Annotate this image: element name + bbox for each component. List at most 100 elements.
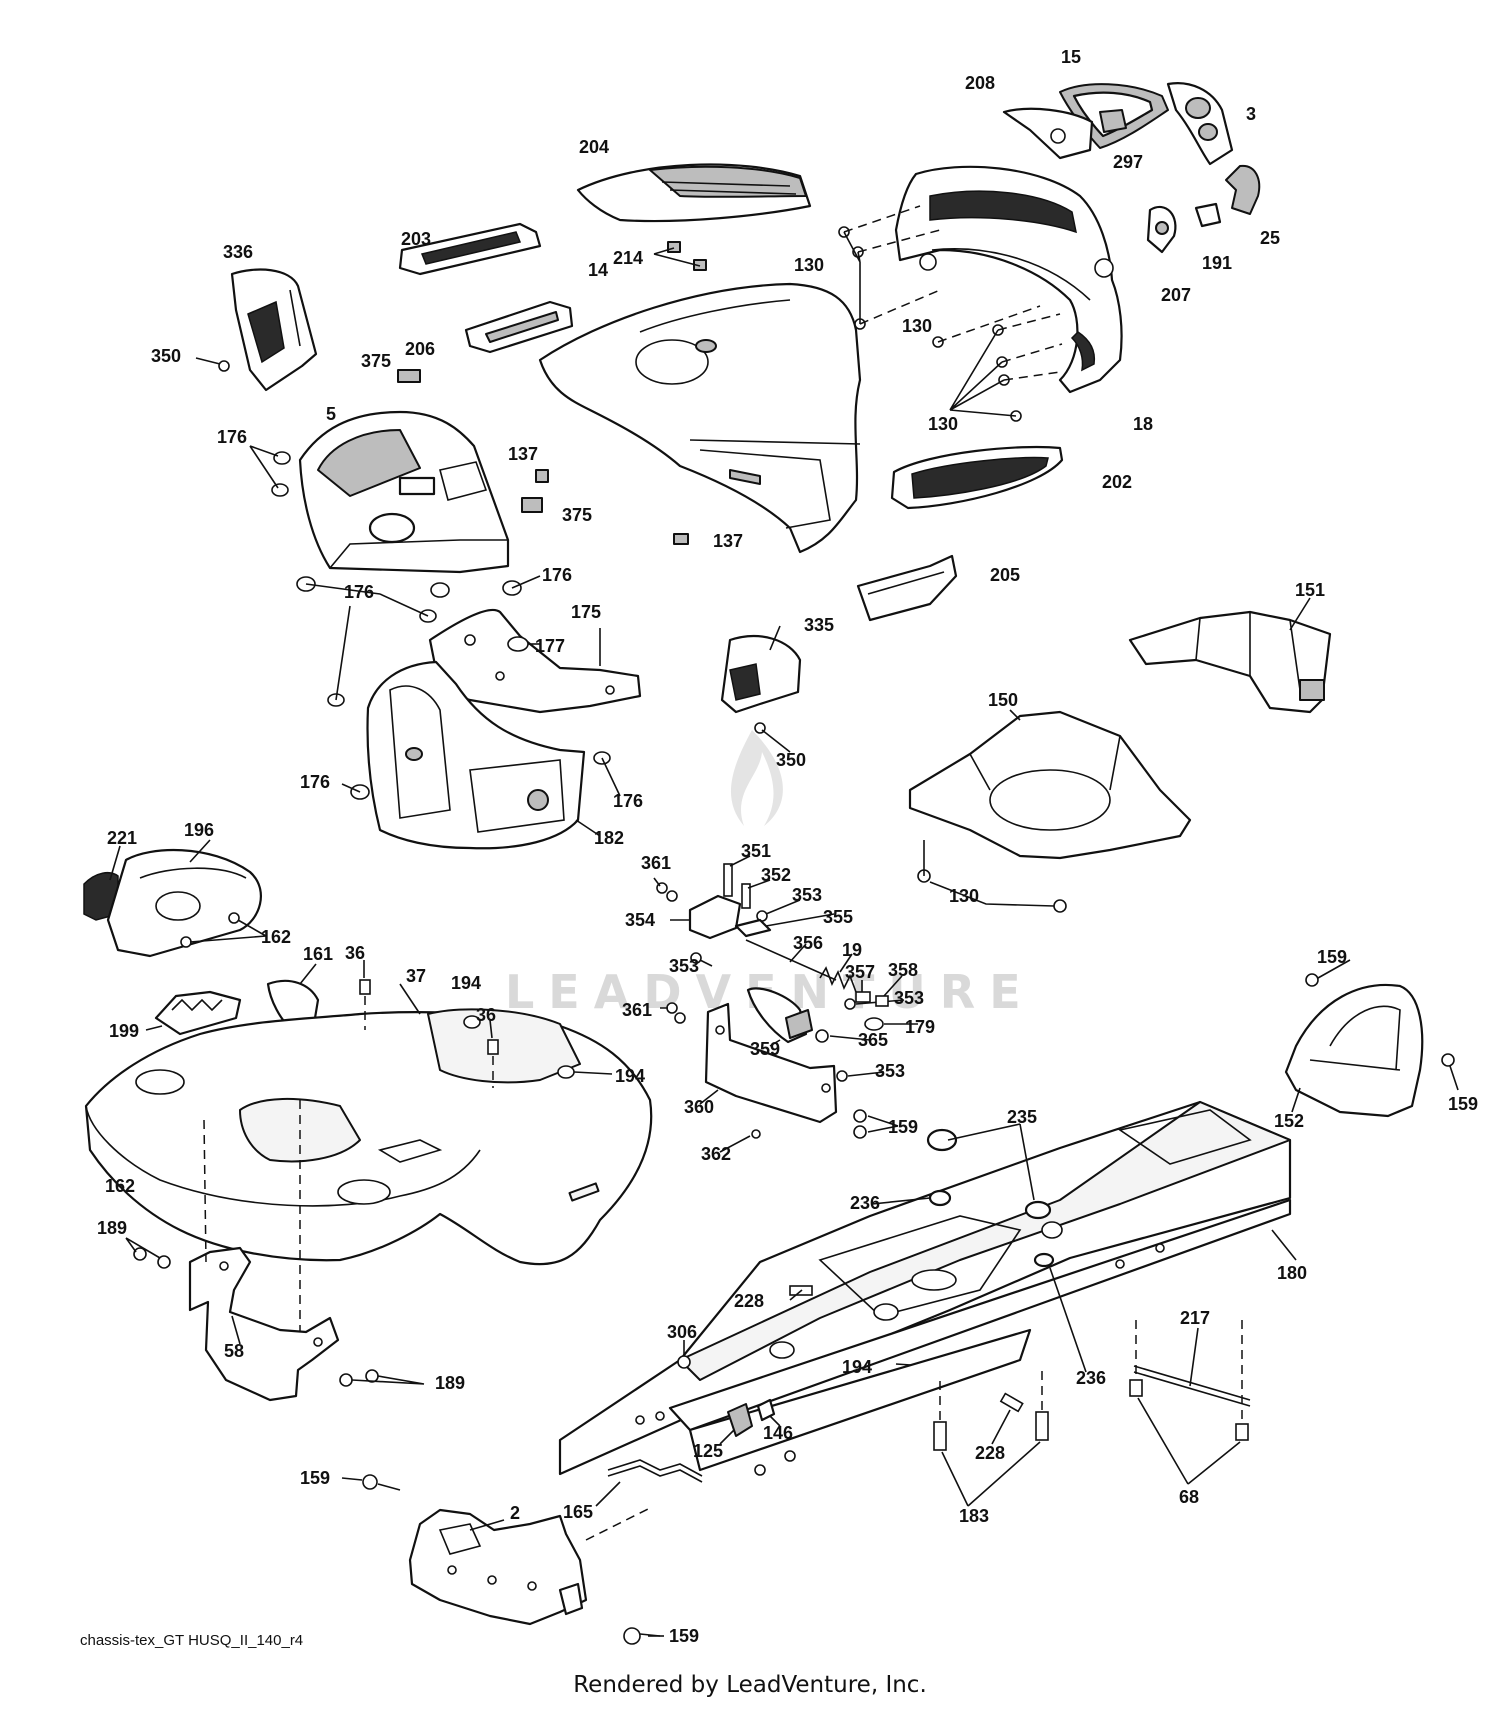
callout-365: 365 <box>858 1030 888 1050</box>
part-183-bolts <box>933 1366 1049 1507</box>
callout-360: 360 <box>684 1097 714 1117</box>
callout-176: 176 <box>217 427 247 447</box>
part-359-switch <box>746 987 813 1047</box>
part-150-belt-shield <box>908 709 1192 860</box>
callout-159: 159 <box>1317 947 1347 967</box>
part-350-screws <box>195 357 791 753</box>
part-365-nut <box>815 1029 871 1043</box>
callout-19: 19 <box>842 940 862 960</box>
callout-130: 130 <box>794 255 824 275</box>
callout-58: 58 <box>224 1341 244 1361</box>
part-221-decal <box>83 845 121 921</box>
callout-335: 335 <box>804 615 834 635</box>
part-130-screws-shield <box>917 840 1067 913</box>
callout-361: 361 <box>622 1000 652 1020</box>
part-25-lens <box>1225 164 1261 215</box>
callout-14: 14 <box>588 260 608 280</box>
part-58-bracket <box>188 1100 340 1402</box>
callout-361: 361 <box>641 853 671 873</box>
callout-176: 176 <box>542 565 572 585</box>
part-357-358-fittings <box>855 975 903 1007</box>
part-360-bracket <box>699 1002 838 1124</box>
callout-359: 359 <box>750 1039 780 1059</box>
callout-236: 236 <box>850 1193 880 1213</box>
callout-182: 182 <box>594 828 624 848</box>
callout-137: 137 <box>508 444 538 464</box>
callout-353: 353 <box>792 885 822 905</box>
part-353-nuts <box>690 899 905 1082</box>
callout-194: 194 <box>615 1066 645 1086</box>
callout-203: 203 <box>401 229 431 249</box>
callout-358: 358 <box>888 960 918 980</box>
part-352-pin <box>741 879 771 909</box>
part-361-nuts <box>653 877 686 1024</box>
part-351-pin <box>723 855 751 897</box>
part-130-screws-hood <box>838 205 1063 422</box>
part-354-hinge <box>670 894 742 940</box>
callout-176: 176 <box>613 791 643 811</box>
callout-204: 204 <box>579 137 609 157</box>
part-375-clips <box>397 369 543 513</box>
part-36-bolts <box>359 960 499 1088</box>
part-203-side-grille <box>398 222 542 276</box>
callout-146: 146 <box>763 1423 793 1443</box>
part-196-console <box>106 839 262 958</box>
callout-159: 159 <box>669 1626 699 1646</box>
callout-189: 189 <box>97 1218 127 1238</box>
part-335-side-panel <box>720 625 802 714</box>
part-228-studs <box>789 1285 1024 1445</box>
callout-194: 194 <box>842 1357 872 1377</box>
part-14-hood <box>538 282 862 554</box>
part-336-side-panel <box>230 268 318 392</box>
part-207-socket <box>1146 205 1177 254</box>
part-206-vent <box>464 300 574 354</box>
callout-162: 162 <box>261 927 291 947</box>
part-177-nut <box>507 636 540 652</box>
part-214-clips <box>653 241 707 271</box>
part-356-rod <box>745 939 837 981</box>
callout-228: 228 <box>734 1291 764 1311</box>
callout-15: 15 <box>1061 47 1081 67</box>
part-175-dash-bracket <box>428 608 642 714</box>
callout-205: 205 <box>990 565 1020 585</box>
callout-165: 165 <box>563 1502 593 1522</box>
callout-162: 162 <box>105 1176 135 1196</box>
part-2-front-plate <box>408 1507 651 1626</box>
part-180-frame <box>558 1100 1297 1476</box>
callout-235: 235 <box>1007 1107 1037 1127</box>
part-179-nut <box>864 1017 918 1031</box>
callout-362: 362 <box>701 1144 731 1164</box>
callout-36: 36 <box>476 1005 496 1025</box>
callout-159: 159 <box>1448 1094 1478 1114</box>
callout-208: 208 <box>965 73 995 93</box>
callout-161: 161 <box>303 944 333 964</box>
callout-354: 354 <box>625 910 655 930</box>
callout-336: 336 <box>223 242 253 262</box>
callout-191: 191 <box>1202 253 1232 273</box>
callout-350: 350 <box>776 750 806 770</box>
part-159-bolts-seat <box>853 1109 899 1139</box>
callout-353: 353 <box>669 956 699 976</box>
part-5-dash-panel <box>298 410 510 574</box>
callout-297: 297 <box>1113 152 1143 172</box>
callout-221: 221 <box>107 828 137 848</box>
callout-159: 159 <box>888 1117 918 1137</box>
callout-68: 68 <box>1179 1487 1199 1507</box>
part-125-plate <box>719 1403 753 1445</box>
part-205-trim <box>856 554 958 622</box>
callout-189: 189 <box>435 1373 465 1393</box>
part-165-rod <box>595 1459 703 1507</box>
callout-353: 353 <box>875 1061 905 1081</box>
callout-180: 180 <box>1277 1263 1307 1283</box>
part-182-lower-dash <box>366 660 601 850</box>
part-202-lower-grille <box>890 445 1064 510</box>
part-159-bolts-front <box>341 1474 664 1645</box>
callout-176: 176 <box>300 772 330 792</box>
callout-217: 217 <box>1180 1308 1210 1328</box>
part-362-bolt <box>719 1129 761 1153</box>
part-297-clip <box>1099 109 1127 133</box>
part-235-bushing <box>926 1123 1052 1220</box>
part-137-fasteners <box>535 469 689 545</box>
part-355-rod <box>734 913 835 938</box>
